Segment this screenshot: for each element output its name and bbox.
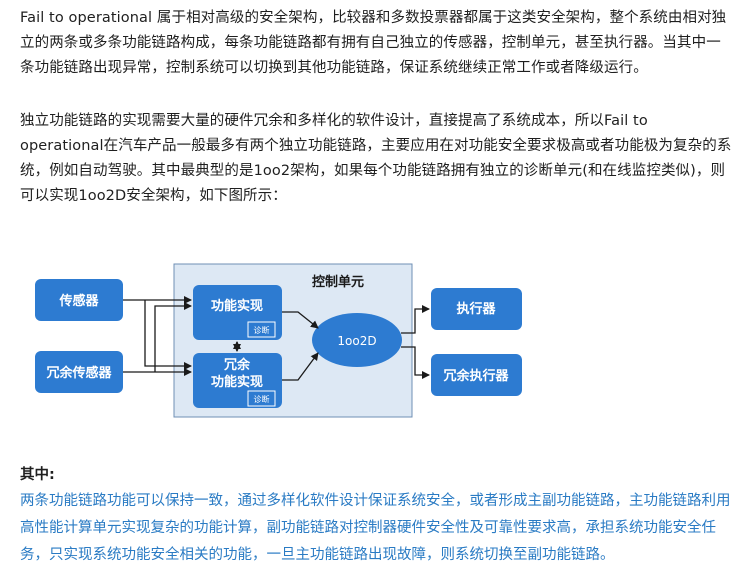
diagnosis-box-1 <box>247 321 276 338</box>
redundant-sensor-block <box>35 351 123 393</box>
redundant-actuator-label: 冗余执行器 <box>443 368 509 384</box>
redundant-sensor-label: 冗余传感器 <box>46 365 112 381</box>
voter-1oo2d <box>312 313 402 367</box>
1oo2d-architecture-diagram: 控制单元 传感器 冗余传感器 功能实现 诊断 冗余 功能实现 诊断 1oo2D … <box>35 263 522 418</box>
redundant-impl-label-2: 功能实现 <box>211 374 263 390</box>
paragraph-1oo2d: 独立功能链路的实现需要大量的硬件冗余和多样化的软件设计，直接提高了系统成本，所以… <box>20 113 732 204</box>
paragraph-fail-operational: Fail to operational 属于相对高级的安全架构，比较器和多数投票… <box>20 10 727 76</box>
actuator-label: 执行器 <box>456 301 496 317</box>
sensor-block <box>35 279 123 321</box>
control-unit-label: 控制单元 <box>312 274 364 290</box>
voter-label: 1oo2D <box>337 334 376 348</box>
diagnosis-box-2 <box>247 390 276 407</box>
function-impl-label: 功能实现 <box>211 298 263 314</box>
redundant-impl-label-1: 冗余 <box>224 357 251 373</box>
redundant-actuator-block <box>431 354 522 396</box>
actuator-block <box>431 288 522 330</box>
note-body: 两条功能链路功能可以保持一致，通过多样化软件设计保证系统安全，或者形成主副功能链… <box>20 493 731 563</box>
note-heading: 其中: <box>20 467 55 483</box>
diagnosis-label-1: 诊断 <box>254 325 270 335</box>
connection-arrows <box>123 296 430 381</box>
sensor-label: 传感器 <box>58 293 99 309</box>
diagnosis-label-2: 诊断 <box>254 394 270 404</box>
